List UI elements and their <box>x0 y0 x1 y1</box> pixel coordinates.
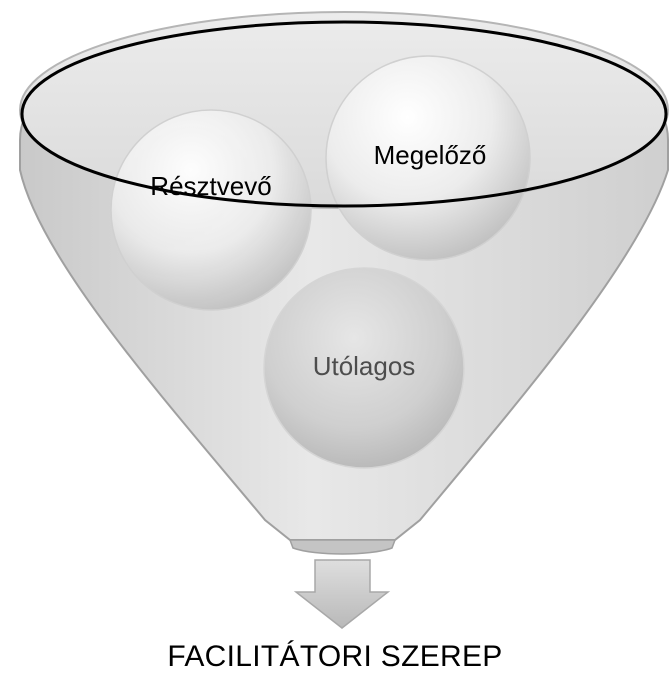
circle-label-utolagos: Utólagos <box>313 351 416 381</box>
down-arrow-icon <box>293 559 391 629</box>
funnel-spout <box>288 539 397 555</box>
circle-label-resztvevo: Résztvevő <box>150 171 271 201</box>
circle-resztvevo: Résztvevő <box>110 109 312 311</box>
circle-label-megelozo: Megelőző <box>374 140 487 170</box>
facilitator-role-label: FACILITÁTORI SZEREP <box>167 640 503 673</box>
circle-megelozo: Megelőző <box>325 55 531 261</box>
circle-utolagos: Utólagos <box>263 267 465 469</box>
funnel-rim-outline <box>20 20 668 208</box>
